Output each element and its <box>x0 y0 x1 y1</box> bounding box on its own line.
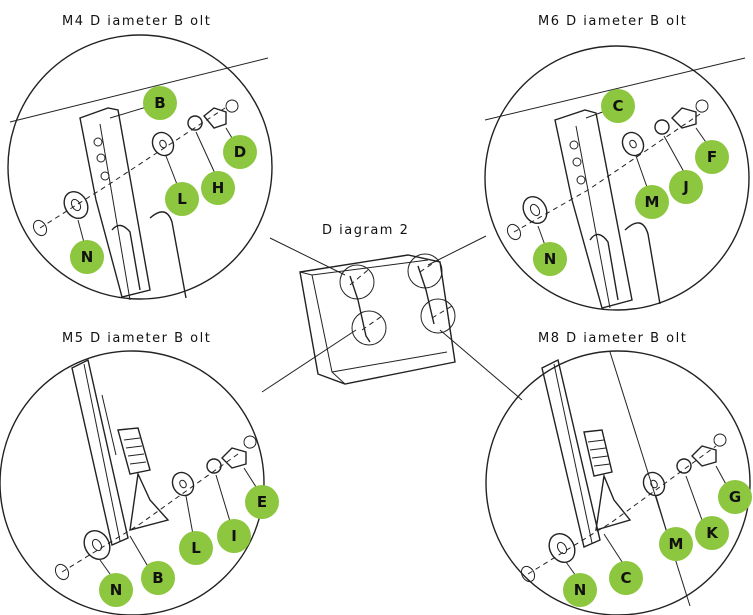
svg-text:N: N <box>574 581 587 599</box>
badge-tr-f: F <box>695 140 729 174</box>
badge-br-k: K <box>695 516 729 550</box>
badge-tr-j: J <box>669 170 703 204</box>
detail-m6 <box>484 45 750 311</box>
svg-text:M: M <box>669 535 684 553</box>
badge-bl-b: B <box>141 561 175 595</box>
svg-text:E: E <box>257 493 267 511</box>
badge-br-m: M <box>659 527 693 561</box>
svg-text:D: D <box>234 143 246 161</box>
svg-text:C: C <box>620 569 631 587</box>
detail-m8 <box>485 350 751 615</box>
badge-br-n: N <box>563 573 597 607</box>
badge-tr-n: N <box>533 242 567 276</box>
svg-text:N: N <box>81 248 94 266</box>
title-m5-bolt: M5 D iameter B olt <box>62 331 211 346</box>
svg-text:N: N <box>110 581 123 599</box>
badge-br-g: G <box>718 480 752 514</box>
badge-tl-l: L <box>165 182 199 216</box>
badge-bl-l: L <box>179 531 213 565</box>
svg-text:J: J <box>682 178 689 196</box>
badge-tl-h: H <box>201 171 235 205</box>
svg-text:I: I <box>231 527 237 545</box>
svg-text:L: L <box>191 539 201 557</box>
title-m8-bolt: M8 D iameter B olt <box>538 331 687 346</box>
svg-text:H: H <box>212 179 225 197</box>
svg-text:L: L <box>177 190 187 208</box>
badge-tl-n: N <box>70 240 104 274</box>
title-diagram-2: D iagram 2 <box>322 223 409 238</box>
title-m4-bolt: M4 D iameter B olt <box>62 14 211 29</box>
svg-text:N: N <box>544 250 557 268</box>
detail-m4 <box>7 34 273 301</box>
svg-text:M: M <box>645 193 660 211</box>
badge-tr-c: C <box>601 89 635 123</box>
badge-tl-d: D <box>223 135 257 169</box>
svg-text:C: C <box>612 97 623 115</box>
badge-bl-e: E <box>245 485 279 519</box>
svg-text:G: G <box>729 488 741 506</box>
badge-tl-b: B <box>143 86 177 120</box>
svg-text:F: F <box>707 148 717 166</box>
connector-lines <box>261 235 523 401</box>
badge-tr-m: M <box>635 185 669 219</box>
svg-text:K: K <box>706 524 719 542</box>
svg-text:B: B <box>154 94 165 112</box>
svg-text:B: B <box>152 569 163 587</box>
badge-bl-n: N <box>99 573 133 607</box>
center-mount-plate <box>299 253 456 385</box>
badge-bl-i: I <box>217 519 251 553</box>
detail-m5 <box>0 350 265 615</box>
badge-br-c: C <box>609 561 643 595</box>
title-m6-bolt: M6 D iameter B olt <box>538 14 687 29</box>
